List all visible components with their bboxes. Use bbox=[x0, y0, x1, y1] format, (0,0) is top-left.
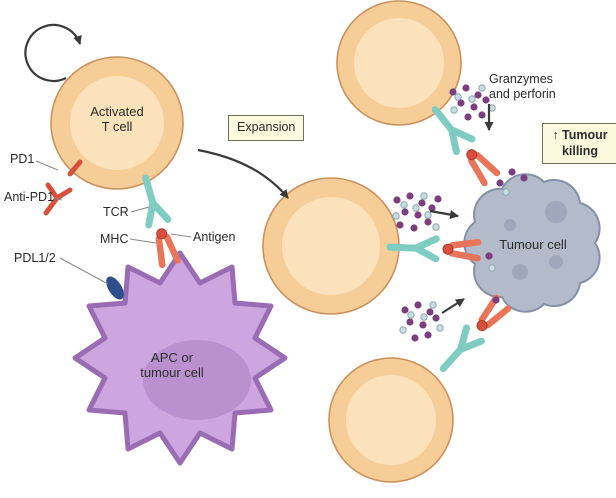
apc-cell bbox=[72, 250, 288, 466]
label-connector-line bbox=[35, 160, 59, 171]
t-cell-top bbox=[336, 0, 462, 126]
granzyme-perforin-dots-bottom bbox=[399, 301, 444, 342]
tumour-killing-box: ↑ Tumour killing bbox=[542, 123, 616, 165]
apc-label: APC or tumour cell bbox=[140, 350, 204, 381]
anti-pd1-label: Anti-PD1 bbox=[4, 190, 55, 204]
tumour-cell bbox=[463, 173, 601, 313]
cell-inner bbox=[282, 197, 380, 295]
label-connector-line bbox=[170, 233, 192, 238]
label-connector-line bbox=[53, 197, 63, 201]
cell-inner bbox=[70, 76, 164, 170]
label-connector-line bbox=[130, 206, 150, 213]
tcr-mhc-complex-bottom bbox=[436, 297, 510, 376]
mhc-label: MHC bbox=[100, 232, 129, 246]
granzyme-perforin-dots-middle bbox=[392, 192, 442, 232]
pdl1-2-label: PDL1/2 bbox=[14, 251, 56, 265]
granzyme-perforin-dots-top bbox=[449, 84, 496, 121]
pd1-receptor bbox=[67, 159, 83, 177]
granzyme-arrow-middle bbox=[429, 209, 459, 220]
tumour-spot bbox=[512, 264, 528, 280]
expansion-arrow bbox=[197, 148, 289, 199]
antigen-label: Antigen bbox=[193, 230, 236, 244]
tumour-spot bbox=[545, 201, 567, 223]
granzymes-perforin-label: Granzymes and perforin bbox=[489, 72, 556, 101]
tumour-spot bbox=[549, 255, 563, 269]
tumour-spot bbox=[504, 219, 516, 231]
pd1-label: PD1 bbox=[10, 152, 35, 166]
t-cell-bottom bbox=[328, 357, 454, 483]
label-connector-line bbox=[59, 257, 109, 285]
tumour-cell-label: Tumour cell bbox=[499, 237, 567, 252]
pdl1-2-ligand bbox=[106, 276, 124, 300]
granzyme-dots-on-tumour bbox=[485, 168, 528, 304]
granzyme-arrow-bottom bbox=[441, 298, 465, 314]
activated-t-cell-label: Activated T cell bbox=[90, 104, 144, 135]
anti-pd1-antibody bbox=[43, 182, 73, 216]
t-cell-middle bbox=[262, 177, 400, 315]
tcr-mhc-complex-top bbox=[428, 103, 499, 184]
cell-inner bbox=[346, 375, 436, 465]
tcr-mhc-complex-apc bbox=[136, 175, 179, 265]
tcr-label: TCR bbox=[103, 205, 129, 219]
label-connector-line bbox=[129, 238, 157, 244]
expansion-box: Expansion bbox=[228, 115, 305, 141]
activated-t-cell bbox=[50, 56, 184, 190]
self-renewal-arrow bbox=[24, 23, 82, 83]
apc-nucleus bbox=[143, 340, 251, 420]
cell-inner bbox=[354, 18, 444, 108]
